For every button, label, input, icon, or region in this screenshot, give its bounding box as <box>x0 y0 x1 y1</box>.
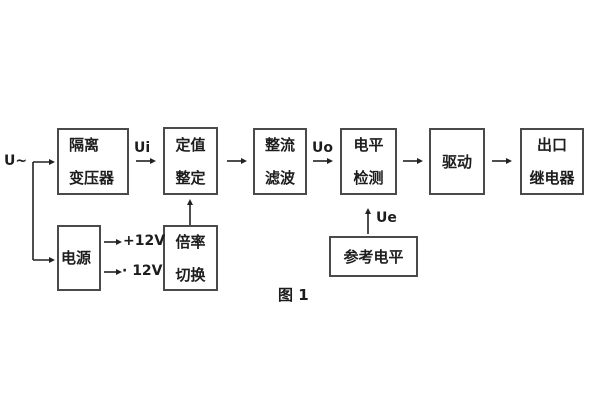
minus-12v-label: · 12V <box>122 263 163 279</box>
block-ratio-switch: 倍率 切换 <box>163 225 218 291</box>
block-output-relay: 出口 继电器 <box>520 128 584 195</box>
plus-12v-label: +12V <box>123 233 166 249</box>
block-label: 参考电平 <box>343 247 404 266</box>
block-reference-level: 参考电平 <box>329 236 418 277</box>
figure-caption: 图 1 <box>278 286 309 304</box>
block-label: 倍率 <box>175 232 206 251</box>
block-label: 整定 <box>175 168 206 187</box>
block-power-supply: 电源 <box>57 225 101 291</box>
block-label: 整流 <box>264 136 295 154</box>
block-label: 检测 <box>353 169 384 187</box>
block-setpoint-adjust: 定值 整定 <box>163 127 218 195</box>
block-isolation-transformer: 隔离 变压器 <box>57 128 129 195</box>
block-label: 电源 <box>61 249 92 267</box>
block-drive: 驱动 <box>429 128 485 195</box>
ue-signal-label: Ue <box>376 210 397 226</box>
ui-signal-label: Ui <box>134 140 151 156</box>
block-label: 定值 <box>175 135 206 154</box>
block-label: 驱动 <box>441 152 472 171</box>
block-label: 出口 <box>536 136 567 154</box>
block-rectifier-filter: 整流 滤波 <box>253 128 307 195</box>
block-level-detection: 电平 检测 <box>340 128 397 195</box>
block-label: 继电器 <box>529 169 575 187</box>
input-voltage-label: U~ <box>4 153 28 169</box>
uo-signal-label: Uo <box>312 140 333 156</box>
block-label: 电平 <box>353 136 384 154</box>
block-label: 切换 <box>175 265 206 284</box>
block-label: 隔离 <box>69 136 100 154</box>
block-label: 滤波 <box>264 169 295 187</box>
block-label: 变压器 <box>69 169 115 187</box>
